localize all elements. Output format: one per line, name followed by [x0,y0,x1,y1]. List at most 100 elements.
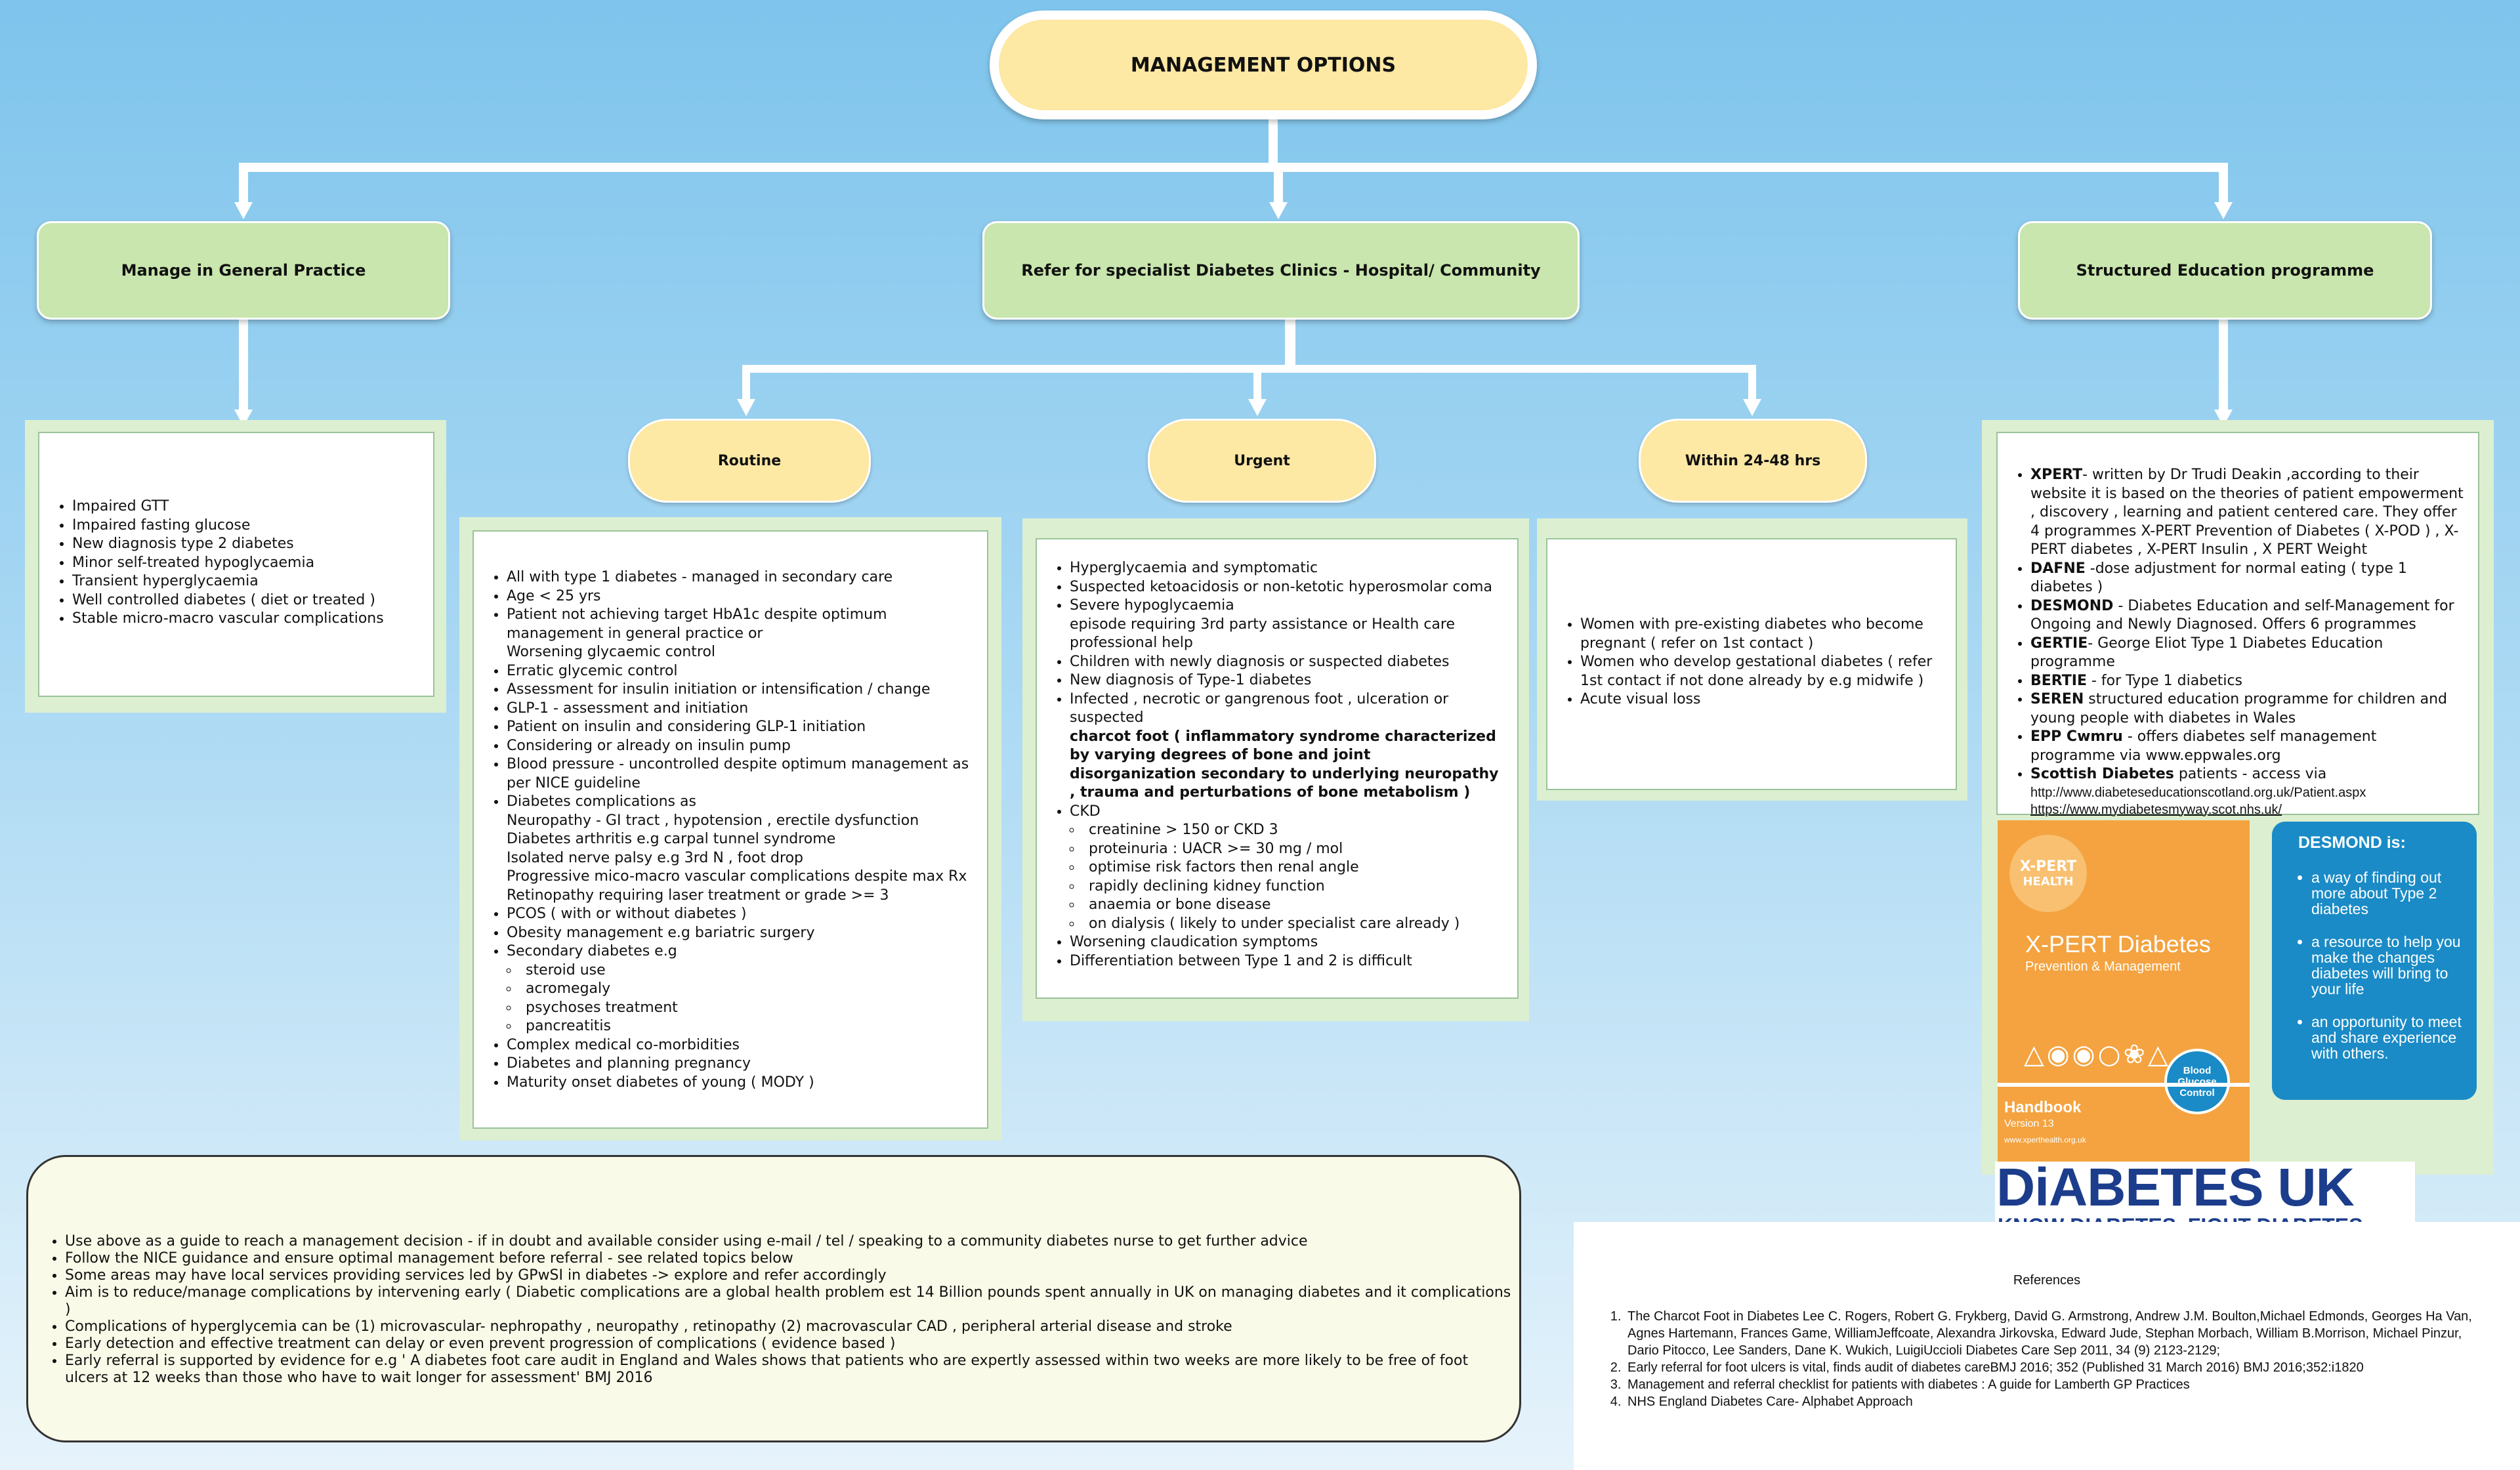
sub-list-item: acromegaly [507,980,974,999]
list-item: Assessment for insulin initiation or int… [507,681,974,700]
connector [1748,365,1756,402]
sub-list: creatinine > 150 or CKD 3 proteinuria : … [1070,821,1502,933]
xpert-handbook-cover: X-PERT HEALTH X-PERT Diabetes Prevention… [1998,820,2250,1166]
list-item: Follow the NICE guidance and ensure opti… [65,1250,1513,1267]
list-subtext: Progressive mico-macro vascular complica… [507,868,967,885]
glucose-circle: Blood Glucose Control [2164,1049,2230,1114]
list-item: Diabetes complications as Neuropathy - G… [507,793,974,905]
activity-icons: △◉◉○❀△ [2024,1040,2171,1070]
guidance-list: Use above as a guide to reach a manageme… [28,1233,1519,1387]
within-card: Women with pre-existing diabetes who bec… [1546,538,1957,790]
urgent-pill: Urgent [1148,419,1376,503]
sub-list-item: pancreatitis [507,1017,974,1036]
list-item: GLP-1 - assessment and initiation [507,700,974,719]
link[interactable]: https://www.mydiabetesmyway.scot.nhs.uk/ [2030,802,2282,817]
sub-list-item: steroid use [507,961,974,980]
connector [1285,315,1295,368]
list-item: Complications of hyperglycemia can be (1… [65,1318,1513,1335]
routine-pill: Routine [628,419,871,503]
list-text: CKD [1070,803,1101,820]
list-subtext: episode requiring 3rd party assistance o… [1070,616,1456,652]
list-item: a way of finding out more about Type 2 d… [2311,870,2477,917]
education-branch-box: Structured Education programme [2018,221,2432,320]
connector [239,163,248,205]
link-text: http://www.diabeteseducationscotland.org… [2030,785,2366,800]
list-item: Secondary diabetes e.g steroid use acrom… [507,942,974,1036]
program-name: DESMOND [2030,597,2114,614]
urgent-list: Hyperglycaemia and symptomatic Suspected… [1037,559,1517,971]
within-24-48-pill: Within 24-48 hrs [1639,419,1867,503]
list-item: Infected , necrotic or gangrenous foot ,… [1070,690,1502,803]
logo-text: DiABETES UK [1996,1158,2355,1217]
list-text: Secondary diabetes e.g [507,943,677,959]
gp-list: Impaired GTT Impaired fasting glucose Ne… [39,497,433,629]
list-item: GERTIE- George Eliot Type 1 Diabetes Edu… [2030,635,2465,672]
list-item: Women who develop gestational diabetes (… [1580,653,1940,690]
routine-card: All with type 1 diabetes - managed in se… [472,530,988,1129]
xpert-subtitle: Prevention & Management [2025,959,2181,974]
handbook-bar [1998,1083,2250,1087]
reference-item: Management and referral checklist for pa… [1625,1376,2494,1393]
list-item: Scottish Diabetes patients - access via … [2030,765,2465,818]
guidance-notes-box: Use above as a guide to reach a manageme… [26,1155,1521,1442]
list-item: DESMOND - Diabetes Education and self-Ma… [2030,597,2465,635]
program-name: GERTIE [2030,635,2088,652]
list-subtext: Worsening glycaemic control [507,644,716,660]
list-item: EPP Cwmru - offers diabetes self managem… [2030,728,2465,765]
list-item: Erratic glycemic control [507,662,974,681]
list-subtext: Diabetes arthritis e.g carpal tunnel syn… [507,831,836,847]
list-item: Acute visual loss [1580,690,1940,709]
list-item: Some areas may have local services provi… [65,1267,1513,1284]
list-item: Complex medical co-morbidities [507,1036,974,1055]
list-item: Impaired fasting glucose [72,516,433,536]
connector [239,163,2227,172]
routine-list: All with type 1 diabetes - managed in se… [474,568,987,1092]
program-name: Scottish Diabetes [2030,766,2174,782]
list-item: Aim is to reduce/manage complications by… [65,1284,1513,1318]
arrow [737,399,755,416]
sub-list-item: proteinuria : UACR >= 30 mg / mol [1070,840,1502,859]
within-list: Women with pre-existing diabetes who bec… [1547,616,1956,709]
list-item: Use above as a guide to reach a manageme… [65,1233,1513,1250]
reference-item: The Charcot Foot in Diabetes Lee C. Roge… [1625,1308,2494,1359]
list-item: Patient on insulin and considering GLP-1… [507,718,974,737]
sub-list: steroid use acromegaly psychoses treatme… [507,961,974,1036]
list-subtext: Isolated nerve palsy e.g 3rd N , foot dr… [507,849,803,866]
connector [742,365,750,402]
connector [2219,315,2228,412]
reference-item: Early referral for foot ulcers is vital,… [1625,1359,2494,1376]
list-item: Age < 25 yrs [507,587,974,606]
reference-item: NHS England Diabetes Care- Alphabet Appr… [1625,1393,2494,1410]
version-label: Version 13 [2004,1118,2054,1129]
list-item: Differentiation between Type 1 and 2 is … [1070,952,1502,971]
gp-card: Impaired GTT Impaired fasting glucose Ne… [38,432,434,697]
list-text: Patient not achieving target HbA1c despi… [507,606,887,642]
list-item: New diagnosis type 2 diabetes [72,535,433,554]
connector [1274,167,1283,205]
arrow [234,202,253,219]
list-item: Considering or already on insulin pump [507,737,974,756]
sub-list-item: creatinine > 150 or CKD 3 [1070,821,1502,840]
badge-top: X-PERT [2019,858,2077,875]
connector [742,365,1756,373]
list-subtext: Retinopathy requiring laser treatment or… [507,887,889,904]
specialist-branch-box: Refer for specialist Diabetes Clinics - … [982,221,1580,320]
connector [239,315,248,412]
program-text: - offers diabetes self management progra… [2030,728,2377,764]
program-name: XPERT [2030,467,2083,483]
program-name: EPP Cwmru [2030,728,2123,745]
xpert-title: X-PERT Diabetes [2025,931,2211,957]
program-text: structured education programme for child… [2030,691,2447,726]
list-subtext: charcot foot ( inflammatory syndrome cha… [1070,728,1499,801]
list-item: PCOS ( with or without diabetes ) [507,905,974,924]
program-text: patients - access via [2174,766,2327,782]
desmond-title: DESMOND is: [2298,833,2406,852]
sub-list-item: on dialysis ( likely to under specialist… [1070,915,1502,934]
urgent-card: Hyperglycaemia and symptomatic Suspected… [1036,538,1519,999]
connector [1253,365,1261,402]
program-name: SEREN [2030,691,2084,707]
list-item: SEREN structured education programme for… [2030,690,2465,728]
list-item: Early referral is supported by evidence … [65,1353,1513,1387]
list-item: Children with newly diagnosis or suspect… [1070,653,1502,672]
